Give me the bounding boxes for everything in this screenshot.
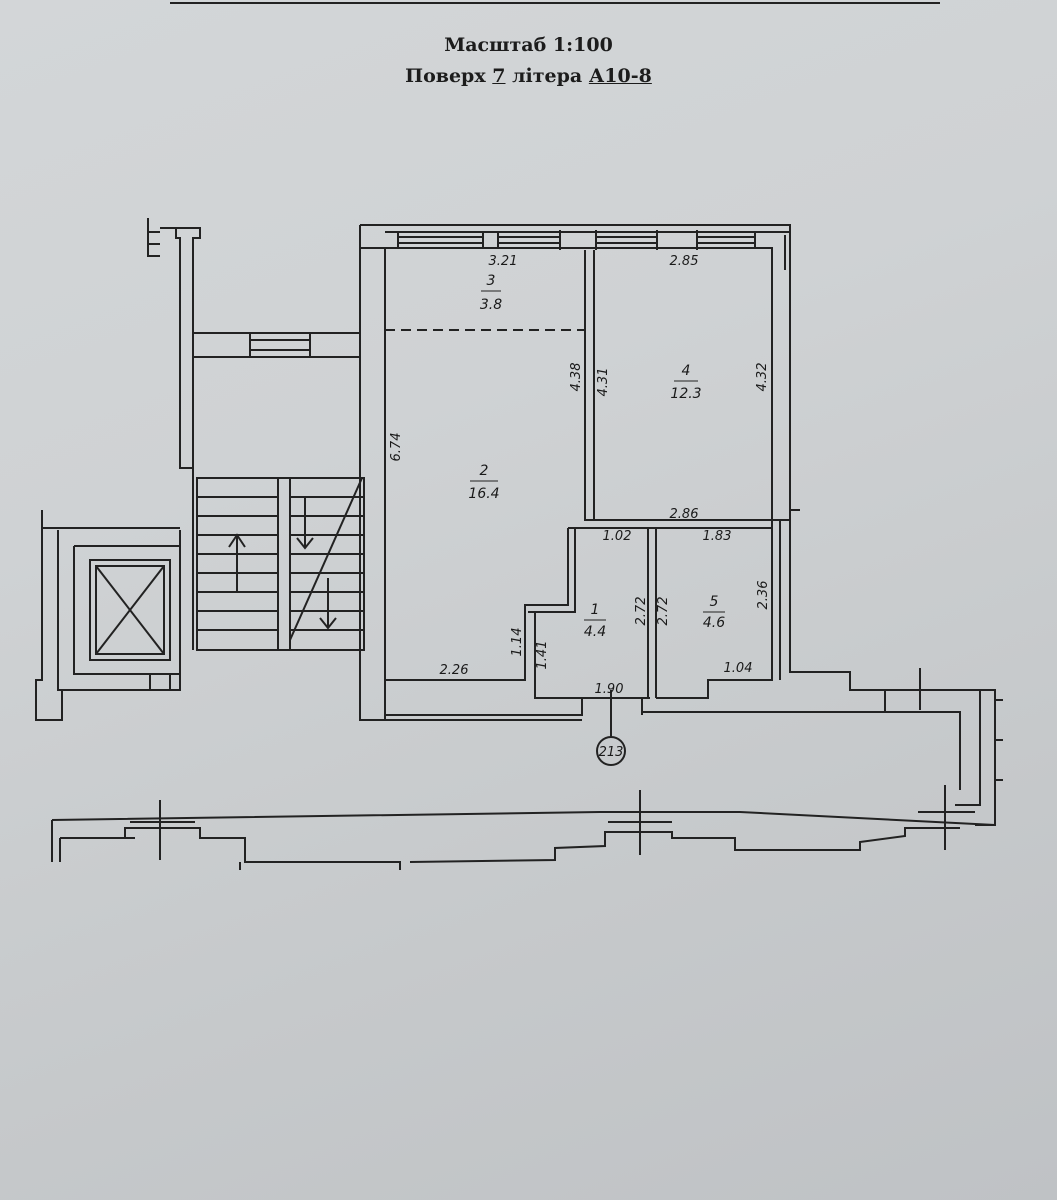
- room4-area: 12.3: [670, 386, 701, 402]
- room1-inner-wall: [528, 528, 650, 699]
- room4-number: 4: [682, 363, 691, 379]
- dim-1-90: 1.90: [595, 682, 624, 697]
- plan-header: Масштаб 1:100 Поверх 7 літера А10-8: [0, 30, 1057, 92]
- room5-wall: [656, 527, 773, 699]
- dim-1-83: 1.83: [703, 529, 732, 544]
- stair-shaft-walls: [192, 357, 361, 650]
- building-outline-details: [59, 837, 241, 870]
- apartment-bottom-wall: [385, 698, 885, 721]
- dim-6-74: 6.74: [389, 433, 404, 462]
- window-frames: [397, 230, 756, 250]
- dim-2-26: 2.26: [440, 663, 469, 678]
- floor-prefix: Поверх: [405, 65, 493, 87]
- stair-outline: [196, 477, 365, 651]
- floor-number: 7: [492, 65, 506, 87]
- room5-outer-wall: [779, 520, 885, 691]
- partition-room4-left: [584, 250, 595, 521]
- dim-1-04: 1.04: [724, 661, 753, 676]
- dim-4-38: 4.38: [569, 363, 584, 392]
- axis-213-label: 213: [599, 745, 624, 760]
- lift-door-marks: [149, 674, 171, 690]
- axis-213-circle: [596, 736, 626, 766]
- window-glazing: [398, 236, 755, 244]
- floor-label: Поверх 7 літера А10-8: [0, 61, 1057, 92]
- apartment-top-wall: [385, 231, 770, 249]
- apartment-right-wall: [770, 231, 791, 521]
- core-top-wall: [193, 332, 251, 358]
- room2-number: 2: [480, 463, 489, 479]
- room3-number: 3: [487, 273, 496, 289]
- lift-wall: [57, 530, 181, 691]
- dim-1-41: 1.41: [535, 641, 550, 670]
- letter-prefix: літера: [505, 65, 589, 87]
- corridor-axis-cross: [900, 668, 940, 710]
- corridor-wall: [884, 689, 981, 806]
- dim-4-32: 4.32: [755, 363, 770, 392]
- core-left-column: [160, 227, 201, 469]
- lift-car-cross: [95, 565, 165, 655]
- dim-2-86: 2.86: [670, 507, 699, 522]
- stair-divider: [277, 478, 291, 650]
- apartment-outer-wall-left: [359, 224, 791, 721]
- room1-room5-partition: [647, 528, 657, 698]
- stair-cut-line: [289, 477, 363, 641]
- dim-3-21: 3.21: [489, 254, 518, 269]
- stair-up-arrow: [228, 533, 246, 592]
- room1-number: 1: [591, 602, 600, 618]
- room3-area: 3.8: [480, 297, 502, 313]
- room5-area: 4.6: [703, 615, 725, 631]
- building-axis-1: [130, 800, 195, 860]
- room5-number: 5: [710, 594, 719, 610]
- dim-1-02: 1.02: [603, 529, 632, 544]
- stair-down-arrow-2: [319, 578, 337, 630]
- lift-car: [89, 559, 171, 661]
- letter-value: А10-8: [588, 65, 652, 87]
- room1-wall: [385, 527, 594, 681]
- dim-2-72-b: 2.72: [656, 597, 671, 626]
- core-window: [250, 332, 311, 358]
- lift-inner-wall: [73, 545, 180, 675]
- dim-2-72-a: 2.72: [634, 597, 649, 626]
- stair-down-arrow-1: [296, 497, 314, 550]
- building-axis-3: [918, 785, 975, 850]
- corridor-ticks: [995, 699, 1003, 781]
- dim-4-31: 4.31: [596, 368, 611, 397]
- room2-area: 16.4: [468, 486, 499, 502]
- building-axis-2: [608, 790, 672, 855]
- dim-2-85: 2.85: [670, 254, 699, 269]
- lift-outer-wall: [35, 510, 180, 721]
- dim-2-36: 2.36: [756, 581, 771, 610]
- core-wall-stub: [147, 218, 160, 257]
- room1-area: 4.4: [584, 624, 606, 640]
- building-outline-top: [51, 811, 996, 862]
- scale-label: Масштаб 1:100: [444, 34, 613, 56]
- building-outline-inner: [60, 827, 960, 870]
- dim-1-14: 1.14: [510, 628, 525, 657]
- core-top-wall-right: [310, 332, 361, 358]
